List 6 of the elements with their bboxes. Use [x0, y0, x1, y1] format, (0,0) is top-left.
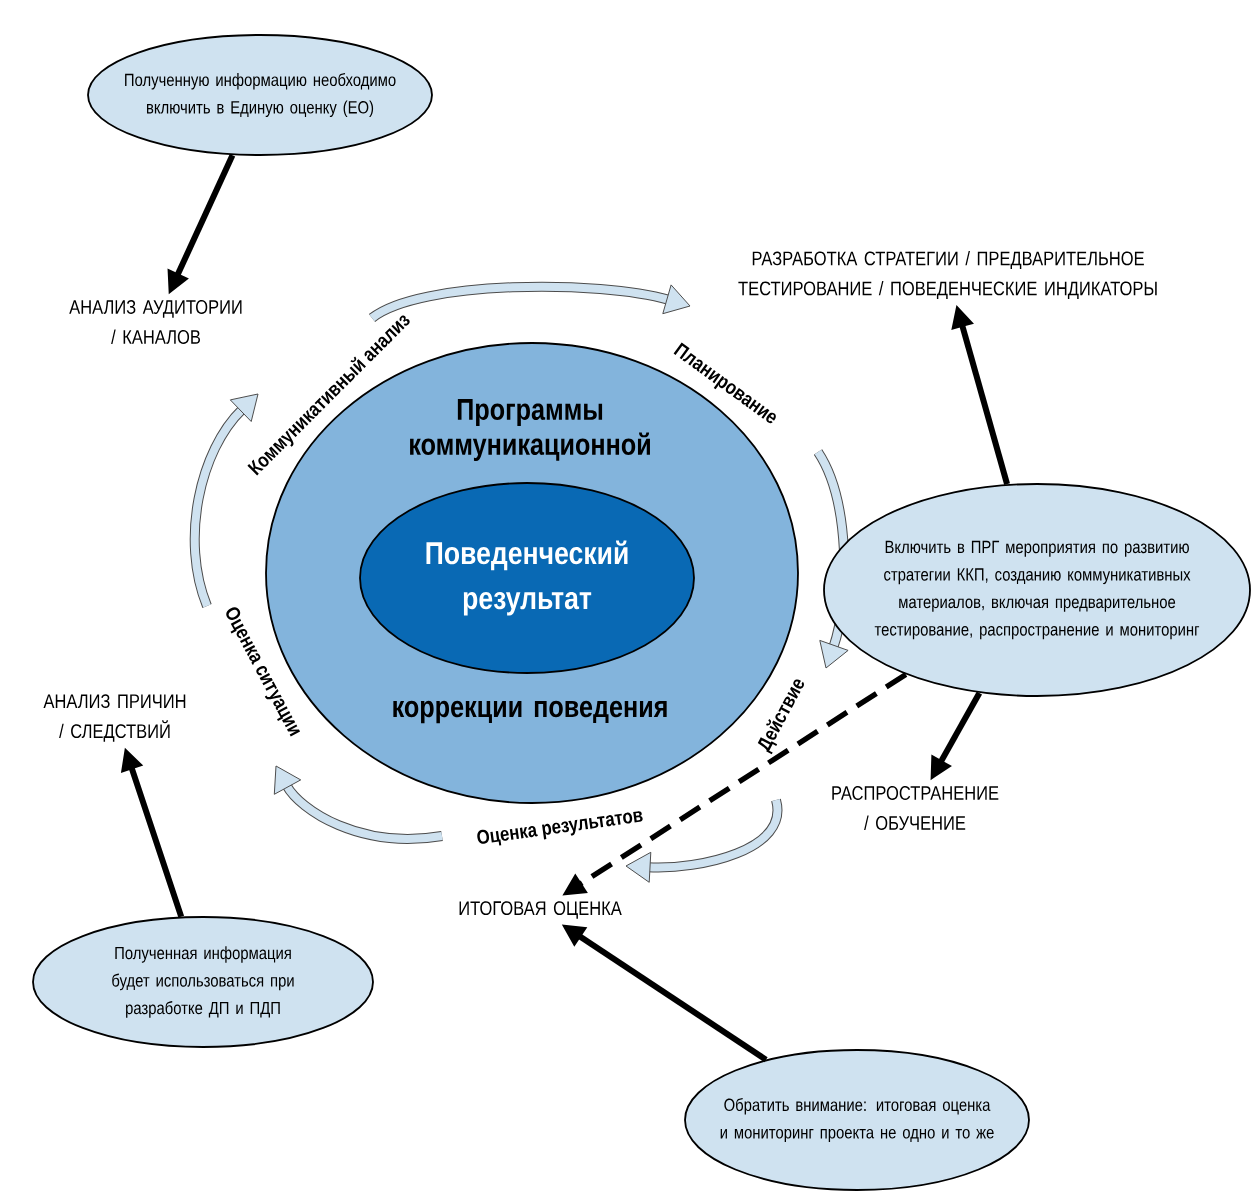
stage-label: Оценка результатов [477, 811, 643, 846]
stage-heading: АНАЛИЗ АУДИТОРИИ / КАНАЛОВ [69, 300, 242, 344]
stage-heading: ИТОГОВАЯ ОЦЕНКА [459, 901, 622, 919]
stage-heading: РАСПРОСТРАНЕНИЕ / ОБУЧЕНИЕ [832, 786, 999, 830]
stage-heading: РАЗРАБОТКА СТРАТЕГИИ / ПРЕДВАРИТЕЛЬНОЕ ТЕСТИРОВАНИЕ / ПОВЕДЕНЧЕСКИЕ ИНДИКАТОРЫ [738, 250, 1157, 300]
stage-heading: АНАЛИЗ ПРИЧИН / СЛЕДСТВИЙ [43, 694, 186, 742]
